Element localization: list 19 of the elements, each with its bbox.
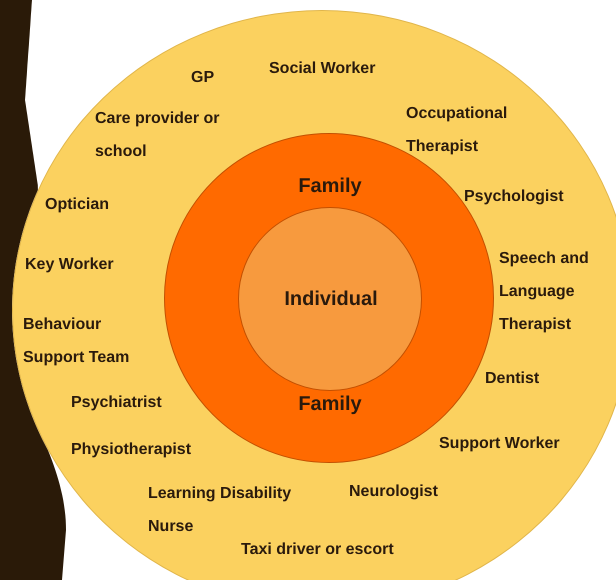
role-label: Taxi driver or escort — [241, 540, 395, 560]
role-label: Psychiatrist — [71, 393, 163, 413]
role-label: Family — [297, 174, 363, 198]
role-label: Key Worker — [25, 255, 115, 275]
role-label: Learning Disability Nurse — [148, 484, 292, 537]
role-label: Physiotherapist — [71, 440, 192, 460]
role-label: Care provider or school — [95, 109, 220, 162]
role-label: Optician — [45, 195, 110, 215]
role-label: Support Worker — [439, 434, 561, 454]
role-label: Behaviour Support Team — [23, 315, 130, 368]
role-label: Occupational Therapist — [406, 104, 508, 157]
role-label: Individual — [283, 287, 379, 311]
role-label: Speech and Language Therapist — [499, 249, 590, 335]
role-label: Neurologist — [349, 482, 439, 502]
role-label: Psychologist — [464, 187, 565, 207]
role-label: Family — [297, 392, 363, 416]
role-label: GP — [191, 68, 216, 88]
role-label: Social Worker — [269, 59, 376, 79]
role-label: Dentist — [485, 369, 540, 389]
